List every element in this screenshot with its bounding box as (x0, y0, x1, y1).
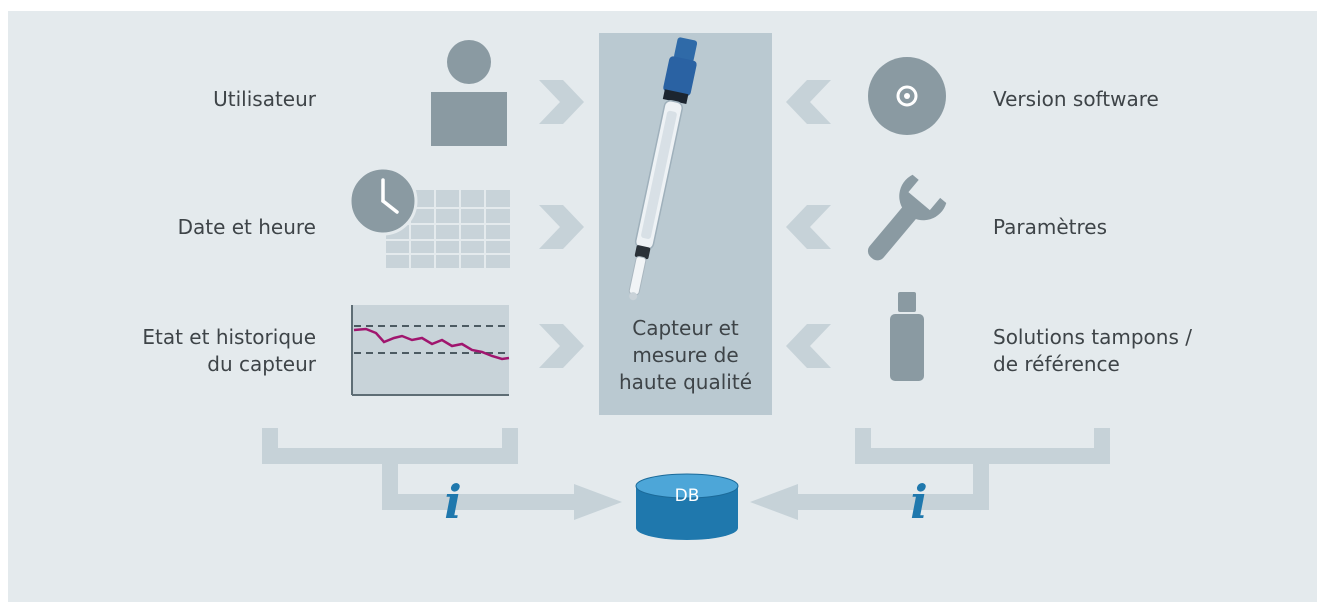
database-label: DB (674, 486, 700, 506)
label-user: Utilisateur (213, 87, 316, 111)
database-icon (635, 473, 739, 540)
info-icon-right: i (910, 475, 927, 529)
arrow-left-1 (786, 80, 831, 124)
label-parameters: Paramètres (993, 215, 1108, 239)
arrow-right-1 (539, 80, 584, 124)
label-buffer-solutions: Solutions tampons / de référence (993, 325, 1192, 376)
right-arrows (786, 80, 831, 368)
arrow-to-db-right (750, 484, 798, 520)
arrow-to-db-left (574, 484, 622, 520)
right-bracket-connector (795, 428, 1110, 510)
sensor-box-label: Capteur et mesure de haute qualité (619, 316, 752, 394)
info-icon-left: i (444, 475, 461, 529)
user-icon (431, 40, 507, 146)
label-software-version: Version software (993, 87, 1159, 111)
clock-calendar-icon (348, 166, 510, 268)
wrench-icon (867, 174, 947, 261)
arrow-left-3 (786, 324, 831, 368)
left-bracket-connector (262, 428, 578, 510)
ph-sensor-icon (628, 37, 698, 301)
buffer-bottle-icon (890, 292, 924, 381)
sensor-history-chart-icon (351, 305, 510, 396)
label-sensor-history: Etat et historique du capteur (142, 325, 316, 376)
arrow-right-2 (539, 205, 584, 249)
label-date-time: Date et heure (177, 215, 316, 239)
software-disc-icon (868, 57, 946, 135)
arrow-right-3 (539, 324, 584, 368)
left-arrows (539, 80, 584, 368)
arrow-left-2 (786, 205, 831, 249)
